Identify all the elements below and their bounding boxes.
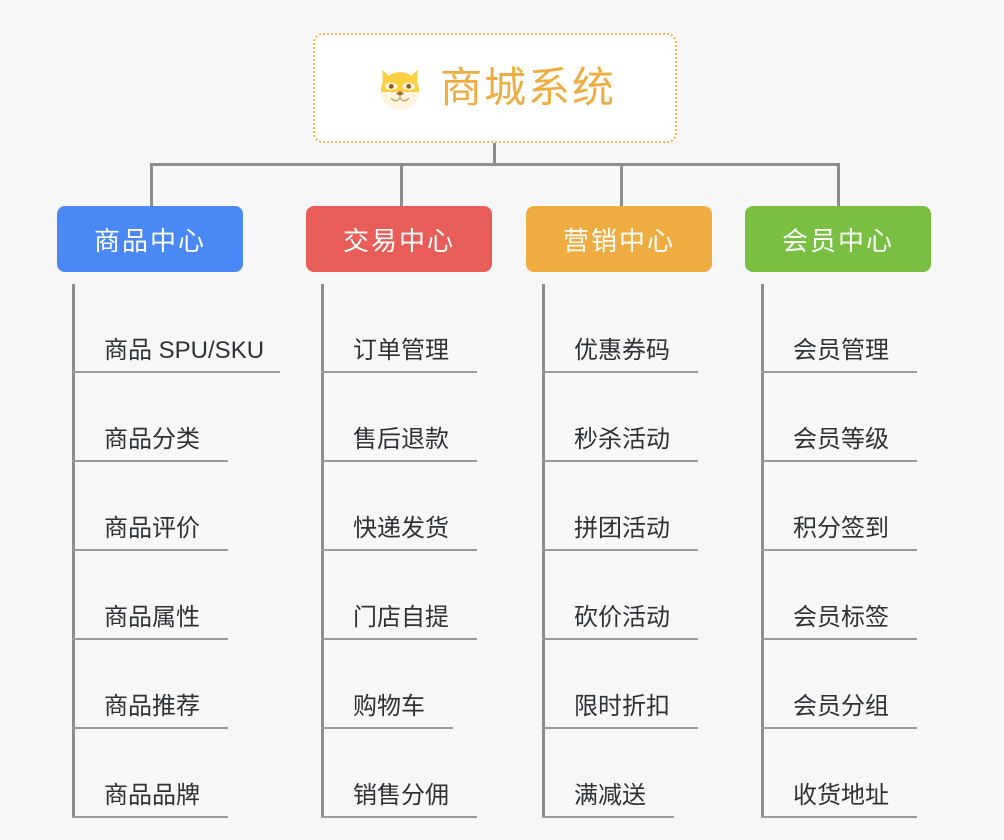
category-label: 会员中心 [781, 225, 894, 256]
leaf-item[interactable]: 商品评价 [72, 462, 228, 551]
leaf-label: 会员管理 [793, 337, 889, 365]
leaf-item[interactable]: 会员等级 [761, 373, 917, 462]
leaf-label: 收货地址 [793, 782, 889, 810]
category-label: 营销中心 [562, 225, 675, 256]
connector-spine-member-center [761, 284, 764, 818]
leaf-label: 购物车 [353, 693, 425, 721]
leaf-label: 商品评价 [104, 515, 200, 543]
leaf-label: 商品属性 [104, 604, 200, 632]
connector-root-stem [493, 143, 496, 166]
leaf-item[interactable]: 收货地址 [761, 729, 917, 818]
leaf-label: 会员分组 [793, 693, 889, 721]
leaf-item[interactable]: 销售分佣 [321, 729, 477, 818]
connector-drop-trade-center [400, 163, 403, 206]
leaf-item[interactable]: 优惠券码 [542, 284, 698, 373]
shiba-dog-face-icon [374, 65, 426, 111]
leaf-item[interactable]: 砍价活动 [542, 551, 698, 640]
leaf-label: 商品 SPU/SKU [104, 337, 265, 365]
leaf-item[interactable]: 满减送 [542, 729, 674, 818]
leaf-item[interactable]: 商品 SPU/SKU [72, 284, 280, 373]
leaf-item[interactable]: 商品推荐 [72, 640, 228, 729]
connector-bus [150, 163, 840, 166]
leaf-label: 商品推荐 [104, 693, 200, 721]
leaf-item[interactable]: 商品分类 [72, 373, 228, 462]
leaf-item[interactable]: 售后退款 [321, 373, 477, 462]
connector-drop-marketing-center [620, 163, 623, 206]
category-box-trade-center[interactable]: 交易中心 [306, 206, 492, 272]
leaf-item[interactable]: 商品属性 [72, 551, 228, 640]
leaf-item[interactable]: 会员管理 [761, 284, 917, 373]
connector-spine-trade-center [321, 284, 324, 818]
leaf-label: 砍价活动 [574, 604, 670, 632]
leaf-label: 满减送 [574, 782, 646, 810]
leaf-label: 会员标签 [793, 604, 889, 632]
leaf-item[interactable]: 会员标签 [761, 551, 917, 640]
leaf-label: 秒杀活动 [574, 426, 670, 454]
leaf-item[interactable]: 购物车 [321, 640, 453, 729]
connector-spine-product-center [72, 284, 75, 818]
leaf-item[interactable]: 限时折扣 [542, 640, 698, 729]
leaf-label: 商品分类 [104, 426, 200, 454]
connector-drop-product-center [150, 163, 153, 206]
leaf-label: 售后退款 [353, 426, 449, 454]
leaf-label: 积分签到 [793, 515, 889, 543]
leaf-label: 门店自提 [353, 604, 449, 632]
connector-drop-member-center [837, 163, 840, 206]
root-node[interactable]: 商城系统 [313, 33, 677, 143]
leaf-label: 限时折扣 [574, 693, 670, 721]
leaf-label: 商品品牌 [104, 782, 200, 810]
leaf-item[interactable]: 快递发货 [321, 462, 477, 551]
category-label: 交易中心 [342, 225, 455, 256]
leaf-item[interactable]: 秒杀活动 [542, 373, 698, 462]
category-box-product-center[interactable]: 商品中心 [57, 206, 243, 272]
leaf-label: 销售分佣 [353, 782, 449, 810]
root-title: 商城系统 [439, 64, 616, 111]
category-box-marketing-center[interactable]: 营销中心 [526, 206, 712, 272]
category-label: 商品中心 [93, 225, 206, 256]
leaf-label: 订单管理 [353, 337, 449, 365]
leaf-item[interactable]: 商品品牌 [72, 729, 228, 818]
leaf-item[interactable]: 积分签到 [761, 462, 917, 551]
category-box-member-center[interactable]: 会员中心 [745, 206, 931, 272]
leaf-label: 会员等级 [793, 426, 889, 454]
connector-spine-marketing-center [542, 284, 545, 818]
leaf-label: 拼团活动 [574, 515, 670, 543]
leaf-item[interactable]: 会员分组 [761, 640, 917, 729]
leaf-item[interactable]: 门店自提 [321, 551, 477, 640]
leaf-label: 快递发货 [353, 515, 449, 543]
leaf-label: 优惠券码 [574, 337, 670, 365]
leaf-item[interactable]: 订单管理 [321, 284, 477, 373]
leaf-item[interactable]: 拼团活动 [542, 462, 698, 551]
